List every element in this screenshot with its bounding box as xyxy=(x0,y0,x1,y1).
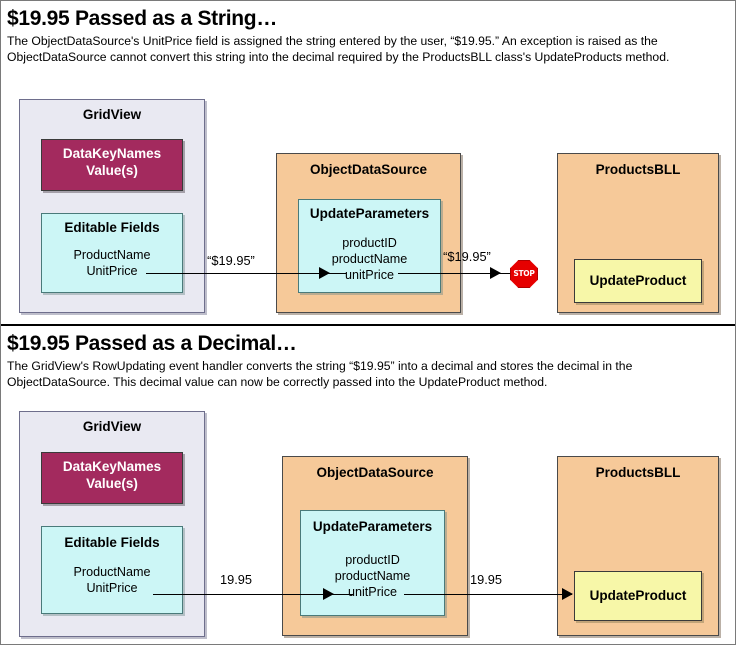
updateproduct-box-decimal: UpdateProduct xyxy=(574,571,702,621)
datakeynames-line2-string: Value(s) xyxy=(86,163,138,178)
updateparameters-box-decimal: UpdateParameters productID productName u… xyxy=(300,510,445,616)
editable-field-unitprice-string: UnitPrice xyxy=(86,264,138,278)
productsbll-title-string: ProductsBLL xyxy=(595,162,681,177)
arrow-line-2-string xyxy=(398,273,512,274)
arrow-label-2-string: “$19.95” xyxy=(443,249,491,264)
section-string-passed: $19.95 Passed as a String… The ObjectDat… xyxy=(1,1,735,324)
stop-icon-label: STOP xyxy=(513,269,535,279)
arrow-head-2-decimal xyxy=(562,588,573,600)
arrow-head-1-string xyxy=(319,267,330,279)
section-decimal-passed: $19.95 Passed as a Decimal… The GridView… xyxy=(1,324,735,644)
updateparameter-productid-decimal: productID xyxy=(345,553,400,567)
section-description-decimal: The GridView's RowUpdating event handler… xyxy=(7,359,633,389)
editable-field-productname-string: ProductName xyxy=(73,248,151,262)
gridview-title-string: GridView xyxy=(82,107,142,122)
objectdatasource-title-string: ObjectDataSource xyxy=(309,162,428,177)
productsbll-title-decimal: ProductsBLL xyxy=(595,465,681,480)
editable-field-unitprice-decimal: UnitPrice xyxy=(86,581,138,595)
updateproduct-label-decimal: UpdateProduct xyxy=(589,588,687,603)
gridview-title-decimal: GridView xyxy=(82,419,142,434)
datakeynames-box-decimal: DataKeyNames Value(s) xyxy=(41,452,183,504)
editable-fields-box-string: Editable Fields ProductName UnitPrice xyxy=(41,213,183,293)
arrow-head-1-decimal xyxy=(323,588,334,600)
arrow-line-2-decimal xyxy=(404,594,572,595)
section-header-string: $19.95 Passed as a String… The ObjectDat… xyxy=(7,7,731,65)
arrow-label-1-decimal: 19.95 xyxy=(219,572,253,587)
updateparameter-unitprice-decimal: unitPrice xyxy=(348,585,397,599)
editable-fields-box-decimal: Editable Fields ProductName UnitPrice xyxy=(41,526,183,614)
page-title-string: $19.95 Passed as a String… xyxy=(7,7,278,30)
datakeynames-line1-string: DataKeyNames xyxy=(62,146,162,161)
datakeynames-line1-decimal: DataKeyNames xyxy=(62,459,162,474)
objectdatasource-title-decimal: ObjectDataSource xyxy=(316,465,434,480)
arrow-head-2-string xyxy=(490,267,501,279)
stop-icon: STOP xyxy=(510,260,538,288)
updateparameters-box-string: UpdateParameters productID productName u… xyxy=(298,199,441,293)
updateproduct-label-string: UpdateProduct xyxy=(589,273,687,288)
arrow-line-1-decimal xyxy=(153,594,353,595)
editable-field-productname-decimal: ProductName xyxy=(73,565,151,579)
diagram-canvas-string: GridView DataKeyNames Value(s) Editable … xyxy=(1,1,735,324)
arrow-line-1-string xyxy=(146,273,346,274)
section-header-decimal: $19.95 Passed as a Decimal… The GridView… xyxy=(7,332,731,390)
updateparameters-header-decimal: UpdateParameters xyxy=(312,519,433,534)
updateparameter-productname-decimal: productName xyxy=(334,569,411,583)
editable-fields-header-string: Editable Fields xyxy=(64,220,160,235)
editable-fields-header-decimal: Editable Fields xyxy=(64,535,160,550)
section-description-string: The ObjectDataSource's UnitPrice field i… xyxy=(7,34,670,64)
datakeynames-line2-decimal: Value(s) xyxy=(86,476,138,491)
updateparameters-header-string: UpdateParameters xyxy=(309,206,430,221)
updateparameter-unitprice-string: unitPrice xyxy=(345,268,394,282)
arrow-label-1-string: “$19.95” xyxy=(207,253,255,268)
updateparameter-productname-string: productName xyxy=(331,252,408,266)
diagram-canvas-decimal: GridView DataKeyNames Value(s) Editable … xyxy=(1,326,735,644)
updateparameter-productid-string: productID xyxy=(342,236,397,250)
datakeynames-box-string: DataKeyNames Value(s) xyxy=(41,139,183,191)
arrow-label-2-decimal: 19.95 xyxy=(469,572,503,587)
updateproduct-box-string: UpdateProduct xyxy=(574,259,702,303)
page-title-decimal: $19.95 Passed as a Decimal… xyxy=(7,332,297,355)
